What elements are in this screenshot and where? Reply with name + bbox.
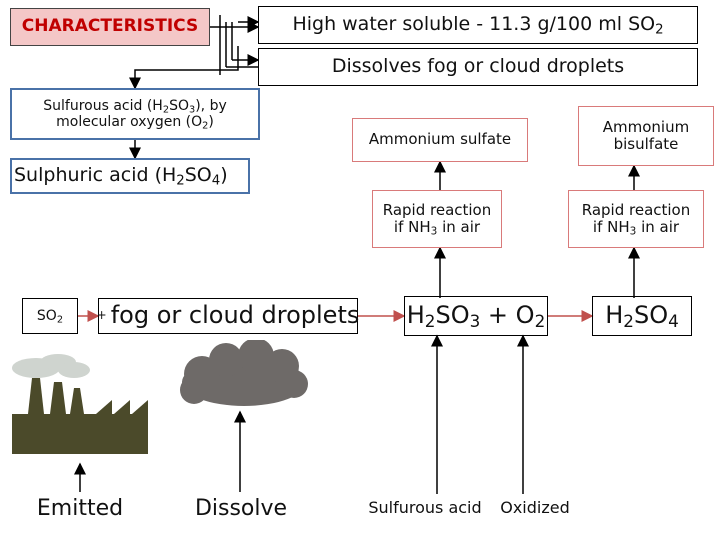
emitted-label: Emitted <box>36 496 124 521</box>
h2so3-box: H2SO3 + O2 <box>404 296 548 336</box>
so2-label: SO2 <box>36 307 64 326</box>
sulfurous-acid-label: Sulfurous acid <box>368 498 482 517</box>
characteristics-label: CHARACTERISTICS <box>21 16 199 37</box>
soluble-box: High water soluble - 11.3 g/100 ml SO2 <box>258 6 698 44</box>
oxidized-label: Oxidized <box>500 498 570 517</box>
dissolve-label: Dissolve <box>194 496 288 521</box>
ammonium-bisulfate-label: Ammonium bisulfate <box>602 117 690 153</box>
ammonium-sulfate-box: Ammonium sulfate <box>352 118 528 162</box>
characteristics-box: CHARACTERISTICS <box>10 8 210 46</box>
h2so3-label: H2SO3 + O2 <box>406 301 546 332</box>
bracket-line <box>210 15 258 75</box>
factory-icon <box>12 354 148 454</box>
sulphuric-acid-text: Sulphuric acid (H2SO4) <box>14 164 228 189</box>
dissolves-label: Dissolves fog or cloud droplets <box>331 55 625 78</box>
h2so4-label: H2SO4 <box>605 301 679 332</box>
h2so4-box: H2SO4 <box>592 296 692 336</box>
sulfurous-acid-text: Sulfurous acid (H2SO3), by molecular oxy… <box>43 97 227 132</box>
ammonium-bisulfate-box: Ammonium bisulfate <box>578 106 714 166</box>
ammonium-sulfate-label: Ammonium sulfate <box>368 130 512 149</box>
dissolves-box: Dissolves fog or cloud droplets <box>258 48 698 86</box>
rapid-reaction-label-2: Rapid reaction if NH3 in air <box>581 200 691 238</box>
cloud-icon <box>180 340 308 406</box>
rapid-reaction-label-1: Rapid reaction if NH3 in air <box>382 200 492 238</box>
plus-sign: + <box>96 308 107 323</box>
soluble-label: High water soluble - 11.3 g/100 ml SO2 <box>292 13 664 38</box>
sulphuric-acid-box: Sulphuric acid (H2SO4) <box>10 158 250 194</box>
rapid-reaction-box-1: Rapid reaction if NH3 in air <box>372 190 502 248</box>
sulfurous-acid-box: Sulfurous acid (H2SO3), by molecular oxy… <box>10 88 260 140</box>
fog-box: + fog or cloud droplets <box>96 298 360 334</box>
rapid-reaction-box-2: Rapid reaction if NH3 in air <box>568 190 704 248</box>
so2-box: SO2 <box>22 298 78 334</box>
fog-label: fog or cloud droplets <box>110 301 360 330</box>
